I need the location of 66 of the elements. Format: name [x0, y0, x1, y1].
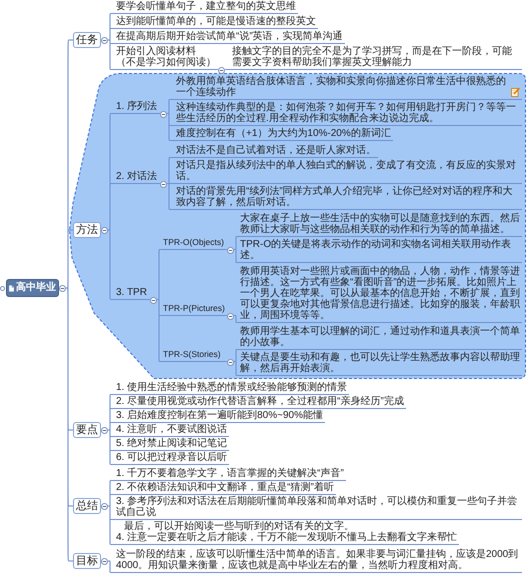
topic-label: 教师用英语对一些照片或画面中的物品，人物，动作，情景等进行描述。这一方式有些象“看图听音”的进一步拓展。比如照片上一个男人在吃苹果。可以从最基本的信息开始，不断扩展，直到可以更复杂地对其他背景信息进行描述。比如穿的服装，年龄职业，周围环境等等。	[238, 266, 522, 323]
branch-line	[234, 349, 238, 362]
branch-line	[108, 230, 114, 300]
topic-label: 3. TPR	[114, 287, 150, 300]
main-topic: 方法	[73, 222, 101, 238]
topic-label: 1. 序列法	[114, 101, 160, 114]
branch-line	[108, 422, 114, 430]
branch-line	[108, 28, 114, 40]
branch-line	[166, 157, 174, 184]
branch-line	[166, 183, 174, 210]
topic-text: 4. 注意一定要在听之后才能读，千万不能一发现听不懂马上去翻看文字来帮忙	[116, 532, 458, 543]
topic-label: 达到能听懂简单的，可能是慢语速的整段英文	[114, 16, 318, 29]
branch-line	[108, 183, 114, 230]
branch-line	[234, 249, 238, 263]
topic-text: 最后，可以开始阅读一些与听到的对话有关的文字。	[123, 521, 354, 532]
topic-label: 难度控制在有（+1）为大约为10%-20%的新词汇	[174, 128, 393, 141]
topic-label: 3. 参考序列法和对话法在后期能听懂简单段落和简单对话时，可以模仿和重复一些句子并尝试自己说	[114, 496, 522, 520]
branch-line	[156, 299, 162, 362]
topic-label: 对话只是指从续列法中的单人独白式的解说，变成了有交流，有反应的实景对话。	[174, 160, 522, 184]
topic-label: 1. 千万不要着急学文字，语言掌握的关键解决“声音”	[114, 468, 346, 481]
topic-label: 在提高期后期开始尝试简单“说”英语，实现简单沟通	[114, 31, 345, 44]
topic-label: 3. 启始难度控制在第一遍听能到80%~90%能懂	[114, 410, 325, 423]
main-topic: 目标	[73, 553, 101, 569]
branch-line	[108, 506, 114, 545]
topic-label: 6. 可以把过程录音以后听	[114, 452, 230, 465]
branch-line	[166, 113, 174, 141]
topic-label: 大家在桌子上放一些生活中的实物可以是随意找到的东西。然后教师让大家听与这些物品相关联的动作和行为等的简单描述。	[238, 213, 522, 237]
branch-line	[66, 230, 74, 288]
branch-line	[108, 40, 114, 44]
branch-line	[234, 315, 238, 323]
boundary-region	[69, 73, 526, 379]
topic-label: 关键点是要生动和有趣，也可以先让学生熟悉故事内容以帮助理解，然后再开始表演。	[238, 352, 522, 376]
topic-label: 2. 对话法	[114, 171, 160, 184]
topic-label: 2. 不依赖语法知识和中文翻译，重点是“猜测”着听	[114, 482, 336, 495]
topic-label	[114, 521, 460, 545]
branch-line	[108, 494, 114, 506]
topic-label: 要学会听懂单句子，建立整句的英文思维	[114, 1, 298, 14]
branch-line	[234, 236, 238, 250]
branch-line	[234, 361, 238, 376]
branch-line	[108, 560, 114, 573]
main-topic: 任务	[73, 32, 101, 48]
topic-label: 5. 绝对禁止阅读和记笔记	[114, 438, 230, 451]
topic-label: TPR-O(Objects)	[161, 237, 227, 250]
topic-label: 2. 尽量使用视觉或动作代替语言解释，全过程都用“亲身经历”完成	[114, 396, 406, 409]
topic-label: 对话法不是自己试着对话，还是听人家对话。	[174, 145, 378, 158]
topic-label: TPR-O的关键是将表示动作的动词和实物名词相关联用动作表述。	[238, 239, 522, 263]
topic-title: 高中毕业	[16, 282, 56, 294]
topic-label: 开始引入阅读材料（不是学习如何阅读）	[114, 46, 218, 70]
topic-label: 教师用学生基本可以理解的词汇，通过动作和道具表演一个简单的小故事。	[238, 326, 522, 350]
topic-label: 4. 注意听，不要试图说话	[114, 424, 230, 437]
topic-label: 对话的背景先用“续列法”同样方式单人介绍完毕，让你已经对对话的程序和大致内容了解，然后听对话。	[174, 186, 522, 210]
main-topic: 要点	[73, 422, 101, 438]
branch-line	[166, 99, 174, 114]
topic-label: 1. 使用生活经验中熟悉的情景或经验能够预测的情景	[114, 382, 350, 395]
main-topic: 总结	[73, 498, 101, 514]
topic-label: 这种连续动作典型的是：如何泡茶？如何开车？如何用钥匙打开房门？等等一些生活经历的全过程.用全程动作和实物配合来边说边完成。	[174, 102, 522, 126]
branch-line	[156, 249, 162, 300]
branch-line	[66, 288, 74, 562]
topic-label: TPR-S(Stories)	[161, 349, 227, 362]
branch-line	[108, 430, 114, 465]
topic-label: TPR-P(Pictures)	[161, 303, 227, 316]
topic-label: 接触文字的目的完全不是为了学习拼写，而是在下一阶段，可能需要文字资料帮助我们掌握英文理解能力	[230, 46, 522, 70]
topic-label: 这一阶段的结束，应该可以听懂生活中简单的语言。如果非要与词汇量挂钩，应该是2000到4000。用知识量来衡量，应该也就是高中毕业左右的量，当然听力程度相对高。	[114, 549, 522, 573]
topic-text: 外教用简单英语结合肢体语言，实物和实景向你描述你日常生活中很熟悉的一个连续动作	[176, 76, 507, 98]
branch-line	[108, 40, 114, 70]
branch-line	[224, 69, 230, 70]
